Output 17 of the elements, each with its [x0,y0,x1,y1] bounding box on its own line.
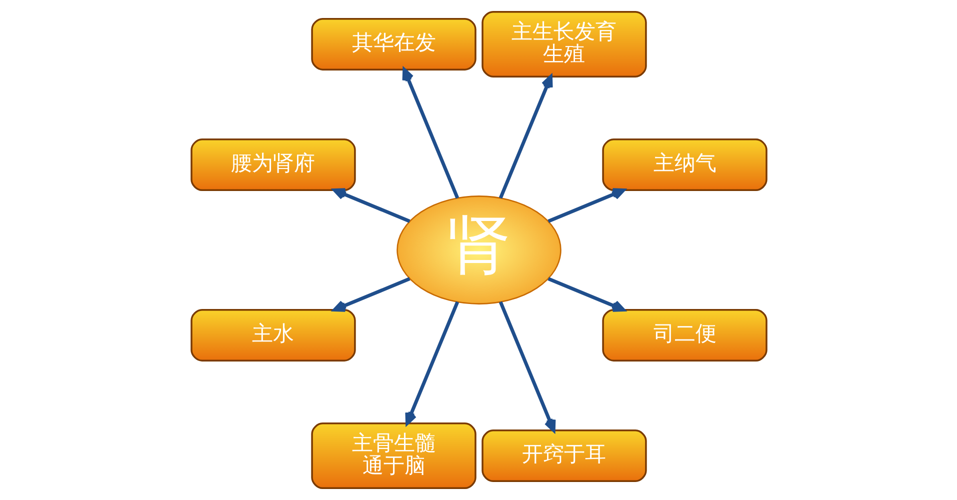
arrow [332,277,410,312]
node-box: 主骨生髓通于脑 [310,422,476,489]
arrow [402,68,459,199]
node-box: 主纳气 [602,138,767,191]
node-box: 其华在发 [310,18,476,70]
node-box: 开窍于耳 [481,430,646,482]
arrow [498,301,556,432]
arrow [547,277,625,312]
node-box: 司二便 [602,309,767,362]
arrow [332,188,410,223]
arrow [498,75,552,199]
arrow [547,188,625,223]
node-box: 腰为肾府 [190,138,356,191]
node-box: 主水 [190,309,356,362]
node-ellipse: 肾 [396,196,561,304]
arrow [404,301,459,425]
node-box: 主生长发育生殖 [481,11,646,78]
